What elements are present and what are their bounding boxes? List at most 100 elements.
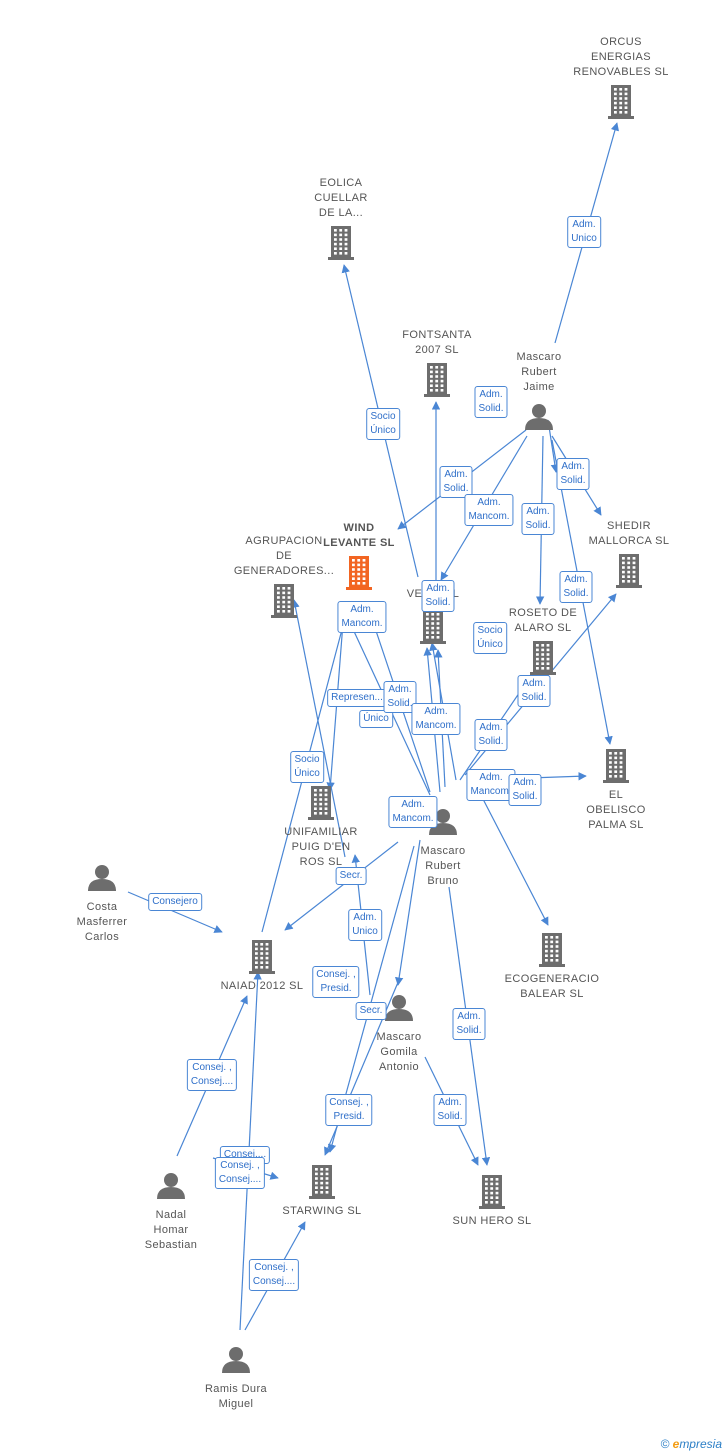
company-icon[interactable]	[616, 554, 642, 588]
relation-label[interactable]: Adm.Solid.	[508, 774, 542, 806]
person-icon[interactable]	[157, 1173, 185, 1199]
company-icon[interactable]	[309, 1165, 335, 1199]
relation-label-line: Solid.	[443, 483, 469, 494]
relation-label[interactable]: Adm.Solid.	[383, 681, 417, 713]
node-label-line: EOLICA	[319, 177, 363, 189]
node-label-line: Mascaro	[516, 351, 562, 363]
brand-name: mpresia	[679, 1437, 722, 1451]
relation-label[interactable]: Adm.Solid.	[474, 719, 508, 751]
company-icon[interactable]	[420, 610, 446, 644]
relation-label-line: Adm.	[401, 799, 425, 810]
relation-label[interactable]: Adm.Unico	[567, 216, 601, 248]
relation-label[interactable]: Consej. ,Presid.	[325, 1094, 373, 1126]
relation-label-line: Mancom.	[392, 813, 434, 824]
relation-label[interactable]: Represen...	[327, 689, 387, 707]
node-label-line: DE LA...	[318, 207, 364, 219]
relation-label[interactable]: Adm.Solid.	[474, 386, 508, 418]
relation-label-line: Adm.	[526, 506, 550, 517]
relation-label[interactable]: Consej. ,Consej....	[248, 1259, 300, 1291]
company-icon[interactable]	[479, 1175, 505, 1209]
node-label-line: SHEDIR	[607, 520, 651, 532]
node-label-naiad[interactable]: NAIAD 2012 SL	[197, 979, 327, 994]
relation-label-line: Adm.	[522, 678, 546, 689]
company-icon[interactable]	[530, 641, 556, 675]
relation-label-line: Único	[477, 639, 503, 650]
node-label-line: EL	[608, 789, 624, 801]
relation-label[interactable]: Consej. ,Consej....	[214, 1157, 266, 1189]
relation-label[interactable]: Adm.Solid.	[452, 1008, 486, 1040]
relation-label-line: Único	[363, 713, 389, 724]
relation-label[interactable]: Adm. Mancom.	[388, 796, 438, 828]
node-label-line: Ramis Dura	[204, 1383, 268, 1395]
node-label-line: GENERADORES...	[233, 565, 335, 577]
person-icon[interactable]	[88, 865, 116, 891]
person-icon[interactable]	[525, 404, 553, 430]
relation-label[interactable]: Adm.Solid.	[421, 580, 455, 612]
node-label-sunhero[interactable]: SUN HERO SL	[427, 1214, 557, 1229]
relation-label[interactable]: Adm.Solid.	[556, 458, 590, 490]
node-label-starwing[interactable]: STARWING SL	[257, 1204, 387, 1219]
company-icon[interactable]	[603, 749, 629, 783]
relation-label[interactable]: Adm.Mancom.	[411, 703, 461, 735]
company-icon[interactable]	[249, 940, 275, 974]
company-icon[interactable]	[608, 85, 634, 119]
person-icon[interactable]	[385, 995, 413, 1021]
company-icon[interactable]	[271, 584, 297, 618]
company-icon[interactable]	[308, 786, 334, 820]
node-label-line: Rubert	[425, 860, 461, 872]
relation-label-line: Solid.	[478, 736, 504, 747]
relation-label-line: Adm.	[353, 912, 377, 923]
node-label-line: Sebastian	[144, 1239, 198, 1251]
relation-label-line: Solid.	[521, 692, 547, 703]
relation-label[interactable]: Adm.Mancom.	[337, 601, 387, 633]
relation-label[interactable]: Adm.Solid.	[439, 466, 473, 498]
relation-label[interactable]: Adm.Solid.	[433, 1094, 467, 1126]
empresia-brand[interactable]: © empresia	[660, 1437, 722, 1451]
company-icon[interactable]	[424, 363, 450, 397]
node-label-line: Miguel	[218, 1398, 254, 1410]
node-label-line: Mascaro	[376, 1031, 422, 1043]
relation-label[interactable]: Consej. ,Presid.	[312, 966, 360, 998]
relation-label[interactable]: Único	[359, 710, 393, 728]
person-icon[interactable]	[222, 1347, 250, 1373]
relation-label[interactable]: Consejero	[148, 893, 202, 911]
company-icon[interactable]	[539, 933, 565, 967]
relation-label-line: Solid.	[478, 403, 504, 414]
node-label-line: Homar	[153, 1224, 189, 1236]
company-icon[interactable]	[328, 226, 354, 260]
relation-label[interactable]: Secr.	[335, 867, 367, 885]
relation-label[interactable]: Secr.	[355, 1002, 387, 1020]
node-label-line: BALEAR SL	[520, 988, 584, 1000]
relation-label[interactable]: Adm. Solid.	[517, 675, 551, 707]
relation-label-line: Solid.	[437, 1111, 463, 1122]
relation-label[interactable]: Consej. ,Consej....	[186, 1059, 238, 1091]
relation-label-line: Consej. ,	[254, 1262, 294, 1273]
relation-label[interactable]: Adm.Unico	[348, 909, 382, 941]
node-label-line: FONTSANTA	[402, 329, 472, 341]
focus-company-icon[interactable]	[346, 556, 372, 590]
relation-label-line: Adm.	[388, 684, 412, 695]
relation-label-line: Solid.	[563, 588, 589, 599]
relation-label[interactable]: Adm.Solid.	[559, 571, 593, 603]
relation-label[interactable]: Adm.Solid.	[521, 503, 555, 535]
relation-label[interactable]: Adm.Mancom.	[464, 494, 514, 526]
